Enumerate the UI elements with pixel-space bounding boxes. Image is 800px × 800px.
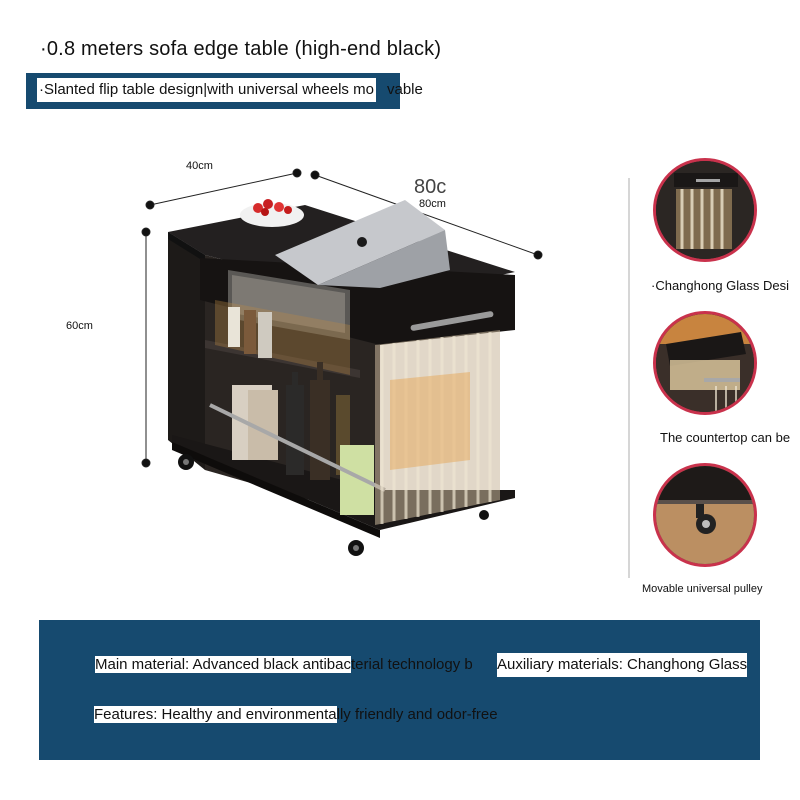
- feature-thumb-countertop: [653, 311, 757, 415]
- feature-caption-wheel: Movable universal pulley: [642, 583, 763, 595]
- specs-banner: [39, 620, 760, 760]
- spec-features-highlight: Features: Healthy and environmenta: [94, 706, 337, 723]
- page-title: ·0.8 meters sofa edge table (high-end bl…: [40, 38, 442, 60]
- spec-features: Features: Healthy and environmentally fr…: [94, 703, 498, 727]
- tilt-countertop-icon: [656, 314, 754, 412]
- wheel-icon: [656, 466, 754, 564]
- feature-caption-countertop: The countertop can be: [660, 430, 791, 445]
- spec-auxiliary-material: Auxiliary materials: Changhong Glass: [497, 653, 748, 677]
- length-dimension-label-large: 80c: [414, 176, 447, 198]
- glass-panel-icon: [656, 161, 754, 259]
- dimension-lines: [141, 168, 543, 468]
- laptop: [275, 200, 450, 288]
- subtitle-overflow-text: vable: [387, 81, 423, 98]
- sofa-table-cabinet: [168, 199, 515, 556]
- feature-thumb-wheel: [653, 463, 757, 567]
- feature-thumb-glass: [653, 158, 757, 262]
- changhong-glass-door: [375, 330, 500, 525]
- spec-features-rest: lly friendly and odor-free: [336, 706, 498, 723]
- length-dimension-label: 80cm: [419, 198, 446, 210]
- caster-wheels: [178, 454, 489, 556]
- spec-main-material: Main material: Advanced black antibacter…: [95, 653, 473, 677]
- strawberry-bowl: [240, 199, 304, 227]
- subtitle-text: ·Slanted flip table design|with universa…: [37, 78, 376, 102]
- spec-main-material-rest: terial technology b: [350, 656, 473, 673]
- feature-caption-glass: ·Changhong Glass Desi: [651, 278, 790, 293]
- height-dimension-label: 60cm: [66, 320, 93, 332]
- divider-line: [628, 178, 630, 578]
- spec-main-material-highlight: Main material: Advanced black antibac: [95, 656, 351, 673]
- width-dimension-label: 40cm: [186, 160, 213, 172]
